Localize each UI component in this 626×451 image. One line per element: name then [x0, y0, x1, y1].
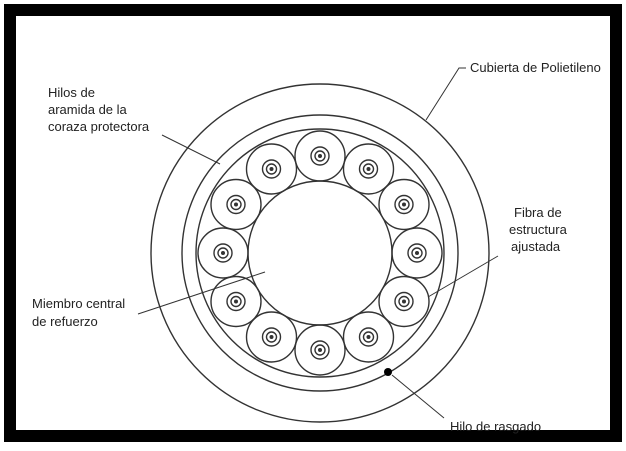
fiber-coating [261, 327, 282, 347]
fiber-unit [210, 275, 262, 328]
tight-buffered-fibers [197, 130, 443, 376]
fiber-coating [398, 295, 410, 308]
fiber-coating [265, 163, 278, 175]
fiber-leader [427, 255, 499, 298]
polyethylene-sheath-outer [150, 83, 490, 423]
fiber-coating [407, 243, 427, 263]
fiber-coating [358, 327, 379, 347]
fiber-label: Fibra de estructura ajustada [509, 205, 570, 254]
fiber-coating [314, 150, 326, 162]
fiber-unit [294, 324, 346, 376]
fiber-buffer [210, 178, 262, 231]
fiber-coating [398, 198, 410, 211]
fiber-buffer [245, 143, 298, 195]
fiber-unit [342, 143, 395, 195]
ripcord-label: Hilo de rasgado [450, 419, 541, 434]
fiber-core [221, 251, 225, 255]
fiber-coating [226, 291, 246, 312]
fiber-coating [226, 194, 246, 215]
sheath-leader [425, 67, 466, 121]
central-member-label: Miembro central de refuerzo [32, 296, 129, 329]
fiber-core [366, 335, 371, 339]
central-leader [137, 271, 266, 315]
fiber-coating [265, 331, 278, 343]
aramid-layer-inner [195, 128, 445, 378]
fiber-coating [230, 295, 242, 308]
aramid-layer-outer [181, 114, 459, 392]
aramid-label: Hilos de aramida de la coraza protectora [48, 85, 150, 134]
fiber-core [234, 299, 238, 304]
fiber-buffer [294, 130, 346, 182]
fiber-coating [362, 163, 375, 175]
fiber-buffer [378, 275, 430, 328]
fiber-core [269, 167, 274, 171]
fiber-coating [217, 247, 229, 259]
fiber-buffer [197, 227, 249, 279]
fiber-unit [294, 130, 346, 182]
fiber-coating [358, 159, 379, 179]
fiber-coating [261, 159, 282, 179]
fiber-coating [213, 243, 233, 263]
figure-frame [4, 4, 622, 442]
fiber-coating [394, 194, 414, 215]
ripcord-leader [391, 374, 445, 419]
fiber-core [318, 348, 322, 352]
fiber-core [366, 167, 371, 171]
fiber-core [415, 251, 419, 255]
fiber-coating [394, 291, 414, 312]
fiber-buffer [342, 143, 395, 195]
fiber-coating [230, 198, 242, 211]
fiber-unit [245, 143, 298, 195]
fiber-core [402, 299, 406, 304]
fiber-unit [342, 311, 395, 363]
fiber-buffer [294, 324, 346, 376]
aramid-leader [161, 134, 221, 165]
fiber-core [402, 202, 406, 207]
fiber-unit [378, 275, 430, 328]
leader-lines [137, 67, 499, 419]
fiber-core [234, 202, 238, 207]
fiber-core [318, 154, 322, 158]
fiber-buffer [245, 311, 298, 363]
cable-cross-section [150, 83, 490, 423]
fiber-coating [411, 247, 423, 259]
fiber-coating [362, 331, 375, 343]
fiber-unit [378, 178, 430, 231]
fiber-coating [310, 340, 330, 360]
fiber-unit [210, 178, 262, 231]
fiber-buffer [391, 227, 443, 279]
fiber-unit [245, 311, 298, 363]
fiber-buffer [342, 311, 395, 363]
fiber-buffer [210, 275, 262, 328]
central-strength-member [247, 180, 393, 326]
fiber-coating [314, 344, 326, 356]
fiber-coating [310, 146, 330, 166]
fiber-unit [391, 227, 443, 279]
fiber-core [269, 335, 274, 339]
ripcord [384, 368, 392, 376]
fiber-buffer [378, 178, 430, 231]
sheath-label: Cubierta de Polietileno [470, 60, 601, 75]
fiber-unit [197, 227, 249, 279]
